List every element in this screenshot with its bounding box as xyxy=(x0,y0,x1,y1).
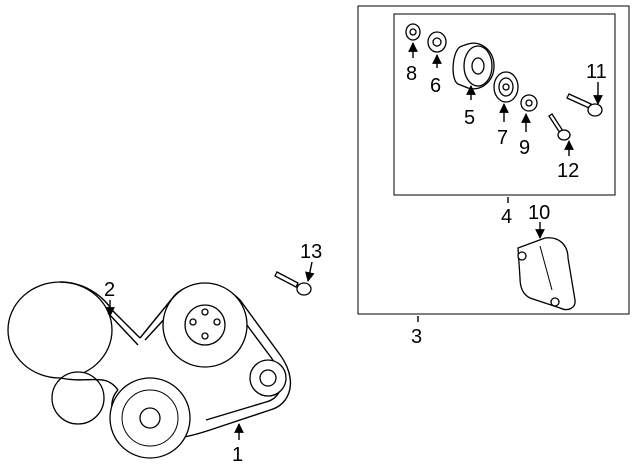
pulley-kit-box xyxy=(393,13,616,196)
belt-assembly xyxy=(7,281,292,459)
drive-pulley-hub xyxy=(139,407,161,429)
small-pulley xyxy=(51,371,105,425)
idler-pulley-5 xyxy=(452,42,495,90)
callout-2: 2 xyxy=(104,279,115,301)
bolt-11 xyxy=(566,93,603,117)
crank-pulley-hub xyxy=(184,304,226,346)
bearing-6 xyxy=(427,31,447,53)
callout-8: 8 xyxy=(406,63,417,85)
callout-5: 5 xyxy=(464,107,475,129)
callout-11: 11 xyxy=(586,61,607,83)
washer-9 xyxy=(520,94,538,112)
bracket-10 xyxy=(517,237,576,311)
bolt-13 xyxy=(274,271,312,296)
drive-pulley-ring xyxy=(121,389,179,447)
callout-10: 10 xyxy=(528,202,550,224)
callout-4: 4 xyxy=(501,206,512,228)
callout-9: 9 xyxy=(519,137,530,159)
callout-13: 13 xyxy=(300,241,322,263)
crank-hole xyxy=(201,332,209,340)
callout-12: 12 xyxy=(557,160,579,182)
serpentine-belt xyxy=(59,281,292,441)
idler-pulley-hub xyxy=(259,369,277,387)
crank-hole xyxy=(213,318,221,326)
washer-8 xyxy=(405,23,421,41)
callout-7: 7 xyxy=(497,127,508,149)
crank-hole xyxy=(189,318,197,326)
kit-outer-box xyxy=(357,5,630,315)
callout-3: 3 xyxy=(411,326,422,348)
bolt-12 xyxy=(548,113,571,141)
callout-1: 1 xyxy=(232,444,243,466)
large-pulley xyxy=(7,281,113,379)
crank-hole xyxy=(201,308,209,316)
callout-6: 6 xyxy=(430,75,441,97)
pulley-7 xyxy=(493,71,519,103)
